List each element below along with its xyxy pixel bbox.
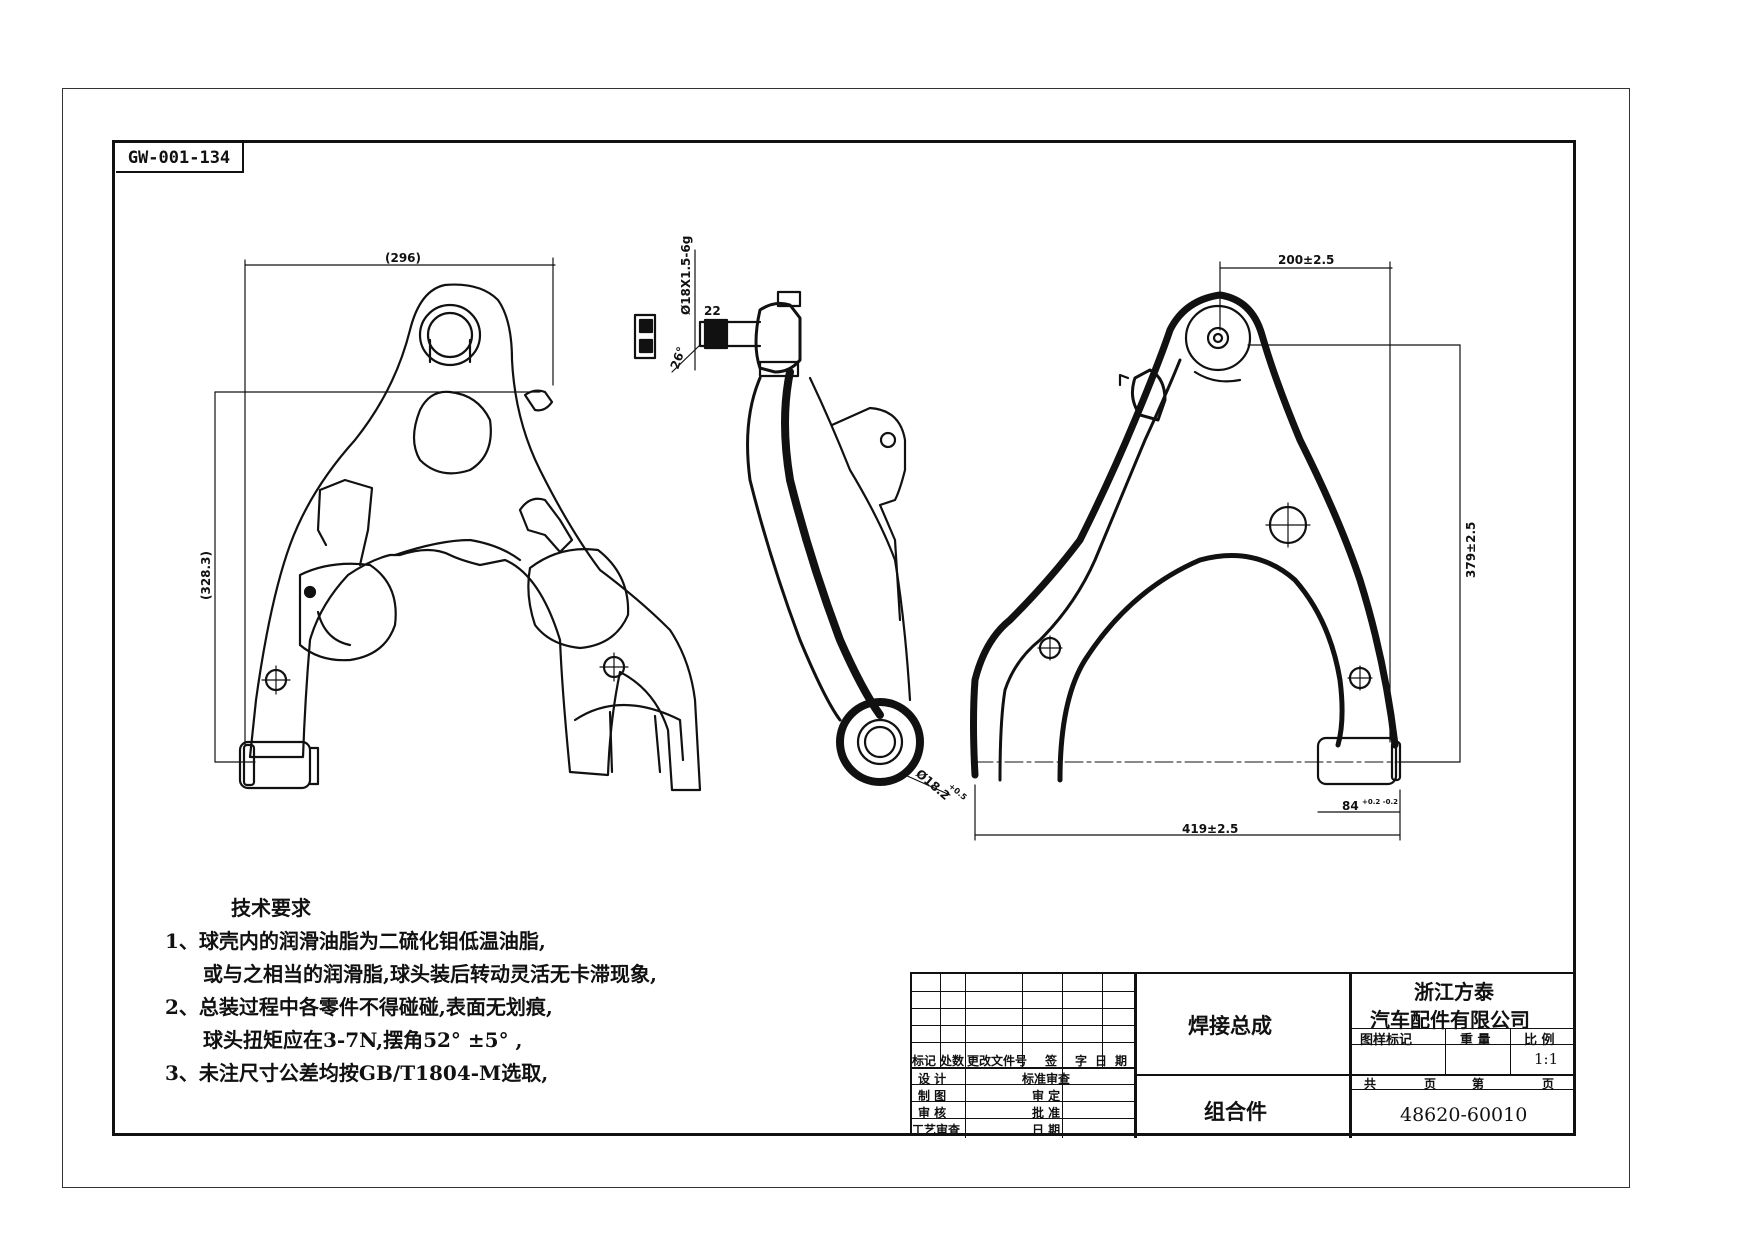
dim-bush-length: 84	[1342, 799, 1359, 813]
middle-side-view	[633, 249, 951, 796]
row-process: 工艺审查	[912, 1123, 961, 1137]
row-date: 日 期	[1032, 1123, 1061, 1137]
outer-border	[62, 88, 1630, 1188]
dim-left-height: (328.3)	[199, 551, 213, 600]
col-char: 字	[1075, 1054, 1088, 1068]
dim-height: 379±2.5	[1464, 522, 1478, 578]
total-label: 共	[1364, 1077, 1377, 1091]
col-count: 处数	[940, 1054, 965, 1068]
drawing-code: GW-001-134	[116, 143, 244, 173]
scale-value: 1:1	[1534, 1050, 1559, 1068]
right-control-arm-view	[970, 261, 1461, 841]
row-std-review: 标准审查	[1022, 1072, 1071, 1086]
nth-label: 第	[1472, 1077, 1485, 1091]
dim-bush-diameter: Ø18.2	[913, 767, 952, 803]
col-change-doc: 更改文件号	[967, 1054, 1028, 1068]
part-name: 焊接总成	[1188, 1013, 1272, 1038]
row-ratify: 批 准	[1032, 1106, 1061, 1120]
note-1-cont: 或与之相当的润滑脂,球头装后转动灵活无卡滞现象,	[203, 962, 657, 986]
row-check: 审 核	[918, 1106, 947, 1120]
revision-grid: 标记 处数 更改文件号 签 字 日 期 设 计 标准审查 制 图 审 定 审 核…	[912, 974, 1134, 1138]
col-date: 期	[1115, 1054, 1128, 1068]
dim-bottom-span: 419±2.5	[1182, 822, 1238, 836]
col-sign: 签	[1045, 1054, 1058, 1068]
row-draw: 制 图	[918, 1089, 947, 1103]
note-2: 2、总装过程中各零件不得碰碰,表面无划痕,	[165, 995, 553, 1019]
weight-header: 重 量	[1460, 1033, 1491, 1048]
scale-header: 比 例	[1524, 1033, 1555, 1048]
part-number: 48620-60010	[1400, 1104, 1528, 1126]
drawing-frame	[112, 140, 1576, 1136]
dim-angle: 26°	[668, 345, 689, 371]
dim-bush-length-tolerance: +0.2 -0.2	[1362, 798, 1398, 806]
note-3: 3、未注尺寸公差均按GB/T1804-M选取,	[165, 1061, 549, 1085]
page-label: 页	[1424, 1077, 1437, 1091]
note-1: 1、球壳内的润滑油脂为二硫化钼低温油脂,	[165, 929, 546, 953]
notes-heading: 技术要求	[231, 896, 311, 920]
dim-thread-length: 22	[704, 304, 721, 318]
company-name-line1: 浙江方泰	[1414, 980, 1494, 1004]
row-design: 设 计	[918, 1072, 947, 1086]
page-label-2: 页	[1542, 1077, 1555, 1091]
dim-thread: Ø18X1.5-6g	[679, 236, 693, 315]
title-block: 标记 处数 更改文件号 签 字 日 期 设 计 标准审查 制 图 审 定 审 核…	[910, 972, 1576, 1138]
dim-top-span: 200±2.5	[1278, 253, 1334, 267]
col-day: 日	[1095, 1054, 1108, 1068]
technical-notes: 技术要求 1、球壳内的润滑油脂为二硫化钼低温油脂, 或与之相当的润滑脂,球头装后…	[165, 892, 657, 1090]
col-mark: 标记	[912, 1054, 937, 1068]
note-2-cont: 球头扭矩应在3-7N,摆角52° ±5° ,	[203, 1028, 523, 1052]
part-type: 组合件	[1204, 1099, 1267, 1124]
dim-left-width: (296)	[385, 251, 421, 265]
mark-header: 图样标记	[1360, 1033, 1413, 1048]
left-control-arm-view	[214, 257, 702, 792]
row-approve: 审 定	[1032, 1089, 1061, 1103]
